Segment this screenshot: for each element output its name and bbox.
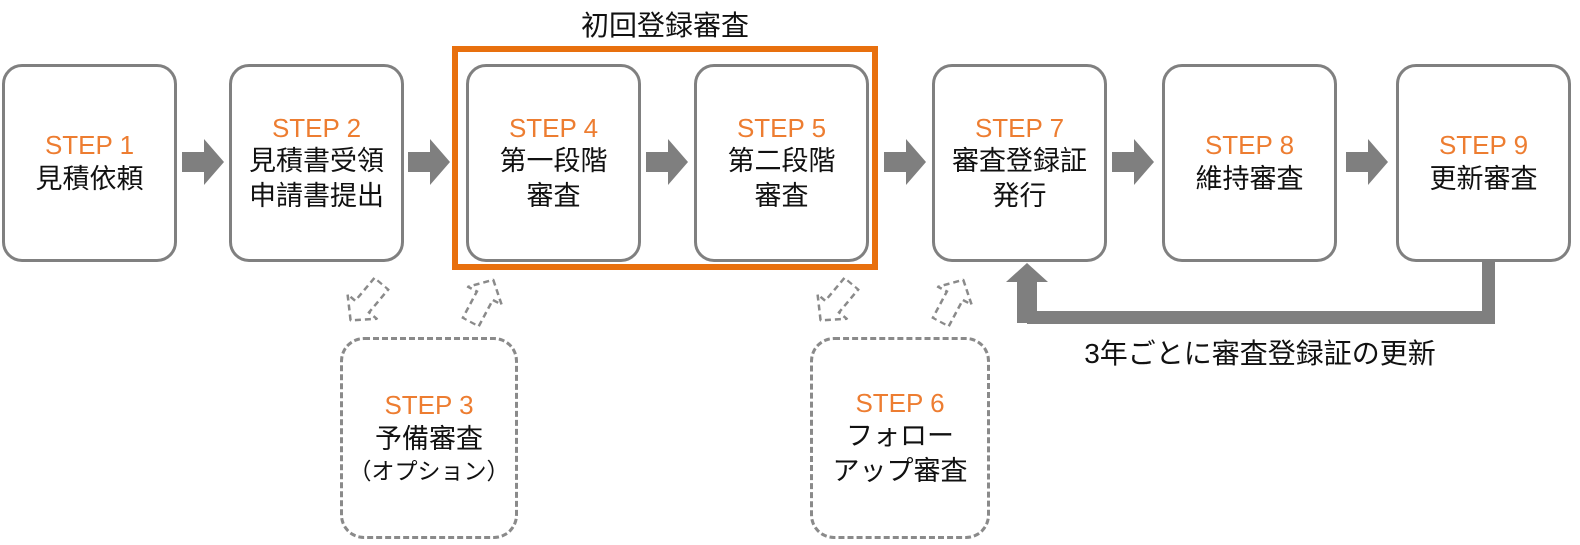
step-8-label: STEP 8 (1204, 130, 1295, 161)
step-1-text: 見積依頼 (35, 163, 144, 194)
step-3-label: STEP 3 (384, 390, 474, 421)
step-box-4: STEP 4 第一段階 審査 (466, 64, 641, 262)
arrow-up-icon (1006, 263, 1048, 282)
arrow-right-icon (884, 139, 926, 185)
arrow-right-icon (1346, 139, 1388, 185)
step-8-text: 維持審査 (1195, 163, 1304, 194)
step-box-8: STEP 8 維持審査 (1162, 64, 1337, 262)
step-box-9: STEP 9 更新審査 (1396, 64, 1571, 262)
arrow-right-icon (182, 139, 224, 185)
arrow-right-icon (646, 139, 688, 185)
loop-line-horizontal (1027, 311, 1495, 324)
step-box-5: STEP 5 第二段階 審査 (694, 64, 869, 262)
step-5-label: STEP 5 (736, 112, 827, 143)
step-3-text-line1: 予備審査 (375, 423, 483, 454)
step-1-label: STEP 1 (44, 130, 135, 161)
step-7-text-line1: 審査登録証 (952, 146, 1087, 177)
step-box-6-optional: STEP 6 フォロー アップ審査 (810, 337, 990, 539)
frame-title: 初回登録審査 (580, 10, 749, 41)
step-5-text-line2: 審査 (754, 181, 809, 212)
dashed-arrow-down-left-icon (815, 276, 861, 322)
step-2-label: STEP 2 (271, 112, 362, 143)
arrow-right-icon (1112, 139, 1154, 185)
step-6-text-line1: フォロー (846, 421, 954, 452)
loop-line-vertical (1482, 261, 1495, 324)
step-box-2: STEP 2 見積書受領 申請書提出 (229, 64, 404, 262)
dashed-arrow-up-right-icon (461, 278, 504, 329)
step-box-1: STEP 1 見積依頼 (2, 64, 177, 262)
step-6-text-line2: アップ審査 (832, 456, 968, 487)
step-9-label: STEP 9 (1438, 130, 1529, 161)
step-box-3-optional: STEP 3 予備審査 （オプション） (340, 337, 518, 539)
step-7-label: STEP 7 (974, 112, 1065, 143)
dashed-arrow-down-left-icon (345, 276, 391, 322)
step-4-label: STEP 4 (508, 112, 599, 143)
step-5-text-line1: 第二段階 (727, 146, 836, 177)
loop-arrow-shaft (1017, 281, 1037, 323)
initial-registration-frame (452, 46, 878, 270)
step-3-text-line2: （オプション） (348, 457, 510, 484)
step-9-text: 更新審査 (1429, 163, 1538, 194)
step-6-label: STEP 6 (855, 387, 945, 418)
step-4-text-line1: 第一段階 (499, 146, 608, 177)
step-2-text-line1: 見積書受領 (249, 146, 384, 177)
arrow-right-icon (408, 139, 450, 185)
loop-note-text: 3年ごとに審査登録証の更新 (1084, 338, 1436, 369)
step-2-text-line2: 申請書提出 (249, 181, 384, 212)
dashed-arrow-up-right-icon (931, 278, 974, 329)
step-7-text-line2: 発行 (992, 181, 1047, 212)
step-box-7: STEP 7 審査登録証 発行 (932, 64, 1107, 262)
step-4-text-line2: 審査 (526, 181, 581, 212)
